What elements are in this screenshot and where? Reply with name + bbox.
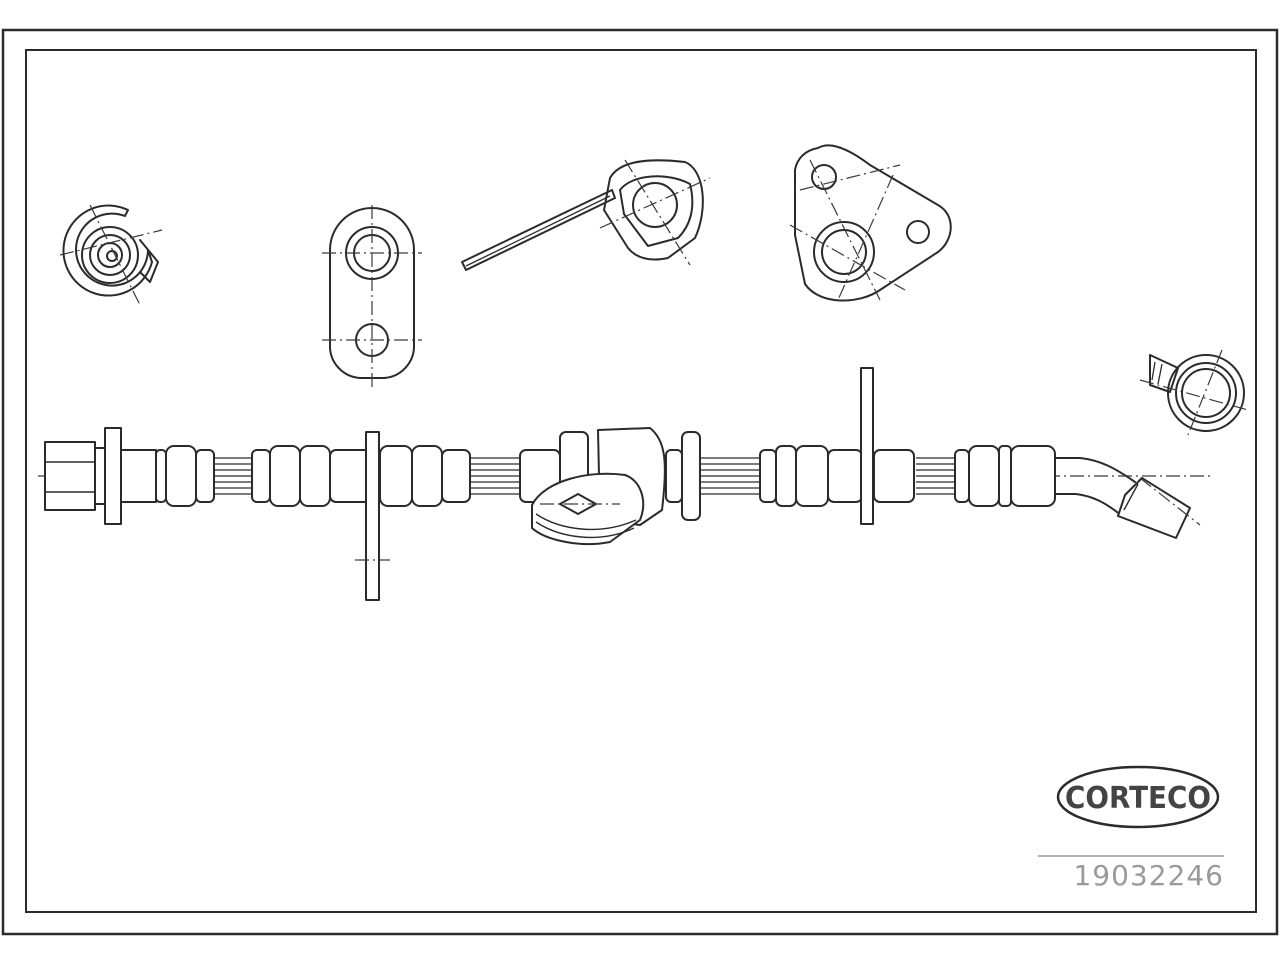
hose-rings-middle: [665, 431, 915, 521]
tube-end-fitting: [1117, 477, 1191, 539]
hose-rings-left: [155, 445, 471, 507]
hose-assembly: [38, 367, 1210, 601]
part-number: 19032246: [1073, 859, 1224, 892]
outer-frame: [1, 28, 1279, 936]
mounting-tab-right: [860, 367, 874, 525]
center-bracket: [519, 427, 666, 545]
hose-rings-right: [954, 445, 1056, 507]
hex-nut-left: [44, 441, 96, 511]
detail-rod-bracket: [461, 159, 711, 271]
inner-frame: [25, 49, 1257, 913]
detail-banjo-end-view: [59, 204, 163, 306]
corteco-logo: CORTECO: [1056, 765, 1220, 829]
mounting-tab-left: [365, 431, 380, 601]
detail-slotted-bracket: [322, 205, 422, 388]
brand-name: CORTECO: [1065, 781, 1211, 816]
detail-triangle-flange: [789, 144, 952, 302]
detail-tube-end-view: [1139, 349, 1249, 436]
